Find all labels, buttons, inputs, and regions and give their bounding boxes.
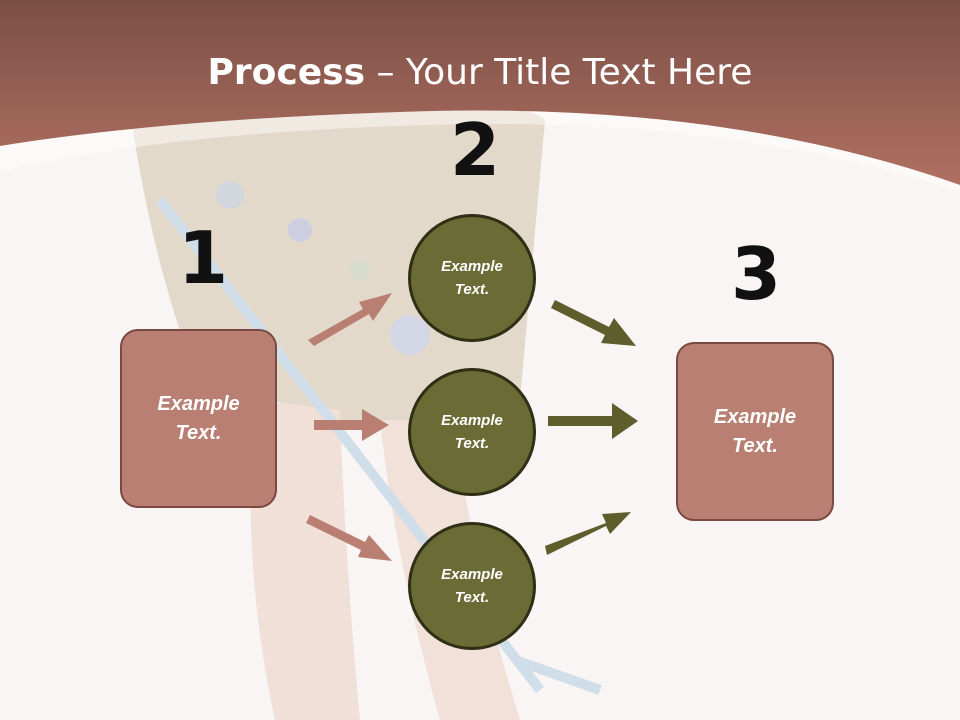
- step-3-box: Example Text.: [676, 342, 834, 521]
- arrow-to-middle-circle: [314, 409, 389, 441]
- step-2-middle-text: Example Text.: [441, 411, 503, 452]
- step-2-bottom-text: Example Text.: [441, 565, 503, 606]
- title-bold: Process: [207, 52, 366, 93]
- arrow-from-bottom-circle: [545, 512, 631, 555]
- arrows-to-stage-3: [545, 300, 638, 555]
- step-1-box: Example Text.: [120, 329, 277, 508]
- step-2-circle-middle: Example Text.: [408, 368, 536, 496]
- arrow-to-bottom-circle: [306, 515, 392, 561]
- step-3-text: Example Text.: [713, 405, 797, 457]
- arrow-from-middle-circle: [548, 403, 638, 439]
- banner-swoosh: [0, 110, 960, 192]
- step-1-text: Example Text.: [157, 392, 240, 444]
- step-2-top-text: Example Text.: [441, 257, 503, 298]
- step-number-1: 1: [178, 216, 229, 300]
- step-2-circle-top: Example Text.: [408, 214, 536, 342]
- title-rest: – Your Title Text Here: [365, 52, 753, 93]
- title-banner: [0, 0, 960, 185]
- arrows-to-stage-2: [306, 293, 392, 561]
- arrow-to-top-circle: [308, 293, 392, 346]
- slide-title: Process – Your Title Text Here: [0, 52, 960, 93]
- step-2-circle-bottom: Example Text.: [408, 522, 536, 650]
- step-number-3: 3: [731, 232, 782, 316]
- arrow-from-top-circle: [551, 300, 636, 346]
- step-number-2: 2: [450, 108, 501, 192]
